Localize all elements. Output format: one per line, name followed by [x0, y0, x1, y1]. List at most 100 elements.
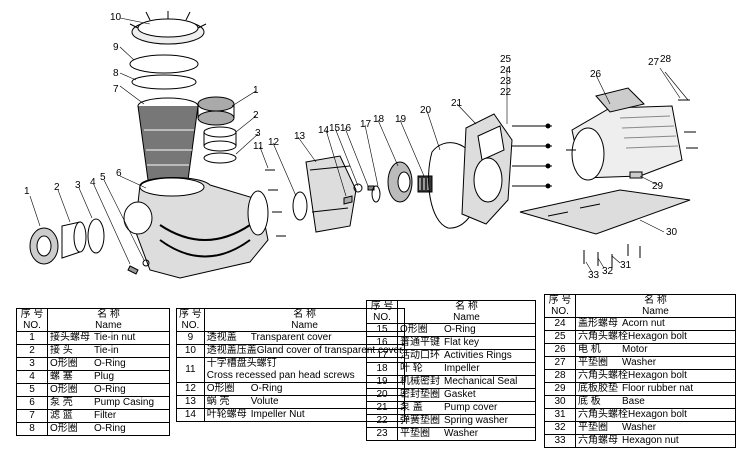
part-name-zh: 透视盖压盖	[206, 345, 257, 357]
part-name-en: O-Ring	[94, 384, 126, 396]
part-name: 透视盖压盖Gland cover of transparent cover	[203, 344, 406, 358]
part-name-en: Pump cover	[444, 402, 498, 414]
callout-27: 27	[648, 57, 660, 68]
part-name-zh: O形圈	[400, 324, 428, 336]
part-name-zh: 螺 塞	[50, 371, 73, 383]
header-no-en: NO.	[373, 312, 391, 323]
part-number: 31	[544, 408, 576, 422]
part-name-zh: 蜗 壳	[206, 396, 230, 408]
part-name: 六角头螺栓Hexagon bolt	[575, 369, 736, 383]
header-name-en: Name	[291, 320, 318, 331]
part-number: 1	[16, 331, 48, 345]
leader-lines	[29, 17, 689, 273]
exploded-pump-diagram: 10 9 8 7 1 2 3 11 12 13 14 15 16 17 18 1…	[24, 11, 698, 281]
part-name-zh: 底板胶垫	[578, 383, 618, 395]
part-name-en: Motor	[622, 344, 648, 356]
part-number: 17	[366, 349, 398, 363]
part-name: 普通平键 Flat key	[397, 336, 536, 350]
part-plug	[127, 265, 139, 275]
header-no-zh: 序 号	[548, 295, 572, 307]
part-number: 18	[366, 362, 398, 376]
callout-1-top: 1	[253, 85, 259, 96]
part-tie-in-left	[61, 221, 87, 259]
part-name: O形圈 O-Ring	[397, 323, 536, 337]
part-name-zh: 六角螺母	[578, 435, 618, 447]
part-number: 2	[16, 344, 48, 358]
part-name-zh: 透视盖	[206, 332, 237, 344]
part-name-zh: O形圈	[50, 423, 78, 435]
part-number: 7	[16, 409, 48, 423]
part-name-zh: 密封垫圈	[400, 389, 440, 401]
part-tie-in-nut-left	[29, 227, 59, 265]
part-number: 11	[176, 357, 205, 383]
part-oring-5	[142, 259, 150, 267]
part-number: 4	[16, 370, 48, 384]
part-number: 22	[366, 414, 398, 428]
part-number: 24	[544, 317, 576, 331]
part-name-zh: 弹簧垫圈	[400, 415, 440, 427]
part-name-zh: 平垫圈	[578, 357, 608, 369]
part-name-en: Plug	[94, 371, 115, 383]
part-number: 3	[16, 357, 48, 371]
part-name-zh: 叶 轮	[400, 363, 423, 375]
part-number: 14	[176, 408, 205, 422]
part-number: 12	[176, 382, 205, 396]
part-name-en: Impeller Nut	[250, 409, 305, 421]
part-number: 20	[366, 388, 398, 402]
callout-6: 6	[116, 168, 122, 179]
part-oring-3-top	[203, 152, 237, 164]
part-number: 6	[16, 396, 48, 410]
part-name-zh: 盖形螺母	[578, 318, 618, 330]
callout-33: 33	[588, 270, 600, 281]
header-name-en: Name	[95, 320, 122, 331]
part-name-zh: 十字槽盘头螺钉	[206, 358, 277, 370]
part-name-zh: 普通平键	[400, 337, 440, 349]
callout-19: 19	[395, 114, 407, 125]
part-floor-rubber-pad	[629, 171, 643, 179]
part-number: 10	[176, 344, 205, 358]
part-bolts-31-33	[583, 244, 641, 268]
part-screws-11	[265, 169, 286, 237]
part-name-en: Base	[622, 396, 645, 408]
part-name-en: Tie-in nut	[94, 332, 136, 344]
callout-21: 21	[451, 98, 463, 109]
part-gland-cover	[129, 11, 207, 45]
part-motor	[566, 87, 683, 181]
part-number: 9	[176, 331, 205, 345]
part-name-en: O-Ring	[94, 358, 126, 370]
part-name-en: Flat key	[444, 337, 480, 349]
part-name-en: Cross recessed pan head screws	[206, 370, 355, 381]
callout-32: 32	[602, 266, 614, 277]
callout-29: 29	[652, 181, 664, 192]
part-mechanical-seal	[417, 175, 433, 193]
header-name-zh: 名 称	[644, 295, 667, 307]
part-bolts-22-25	[512, 123, 552, 189]
callout-11: 11	[253, 141, 264, 152]
callout-13: 13	[294, 131, 306, 142]
callout-26: 26	[590, 69, 602, 80]
part-name-en: Gasket	[444, 389, 476, 401]
part-name-en: O-Ring	[444, 324, 476, 336]
header-name-zh: 名 称	[97, 309, 120, 321]
